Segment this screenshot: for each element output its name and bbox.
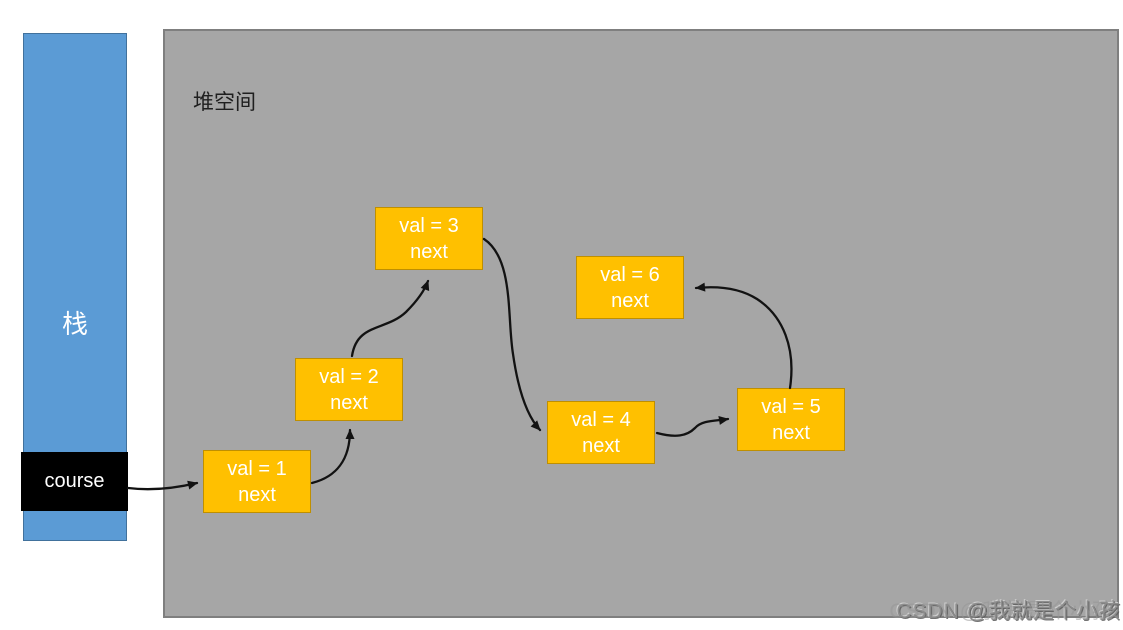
list-node-6: val = 6 next	[576, 256, 684, 319]
list-node-2: val = 2 next	[295, 358, 403, 421]
node-next-label: next	[582, 434, 620, 457]
csdn-watermark: CSDN @我就是个小孩	[896, 600, 1121, 623]
list-node-4: val = 4 next	[547, 401, 655, 464]
node-next-label: next	[330, 391, 368, 414]
list-node-1: val = 1 next	[203, 450, 311, 513]
node-next-label: next	[238, 483, 276, 506]
stack-label: 栈	[61, 309, 88, 339]
node-value-label: val = 5	[761, 395, 821, 418]
course-pointer-box: course	[21, 452, 128, 511]
node-next-label: next	[772, 421, 810, 444]
node-next-label: next	[611, 289, 649, 312]
node-value-label: val = 2	[319, 365, 379, 388]
heap-label: 堆空间	[193, 91, 256, 114]
course-pointer-label: course	[44, 470, 105, 492]
list-node-5: val = 5 next	[737, 388, 845, 451]
list-node-3: val = 3 next	[375, 207, 483, 270]
node-value-label: val = 6	[600, 263, 660, 286]
node-value-label: val = 3	[399, 214, 459, 237]
node-value-label: val = 1	[227, 457, 287, 480]
node-value-label: val = 4	[571, 408, 631, 431]
heap-region	[163, 29, 1119, 618]
node-next-label: next	[410, 240, 448, 263]
